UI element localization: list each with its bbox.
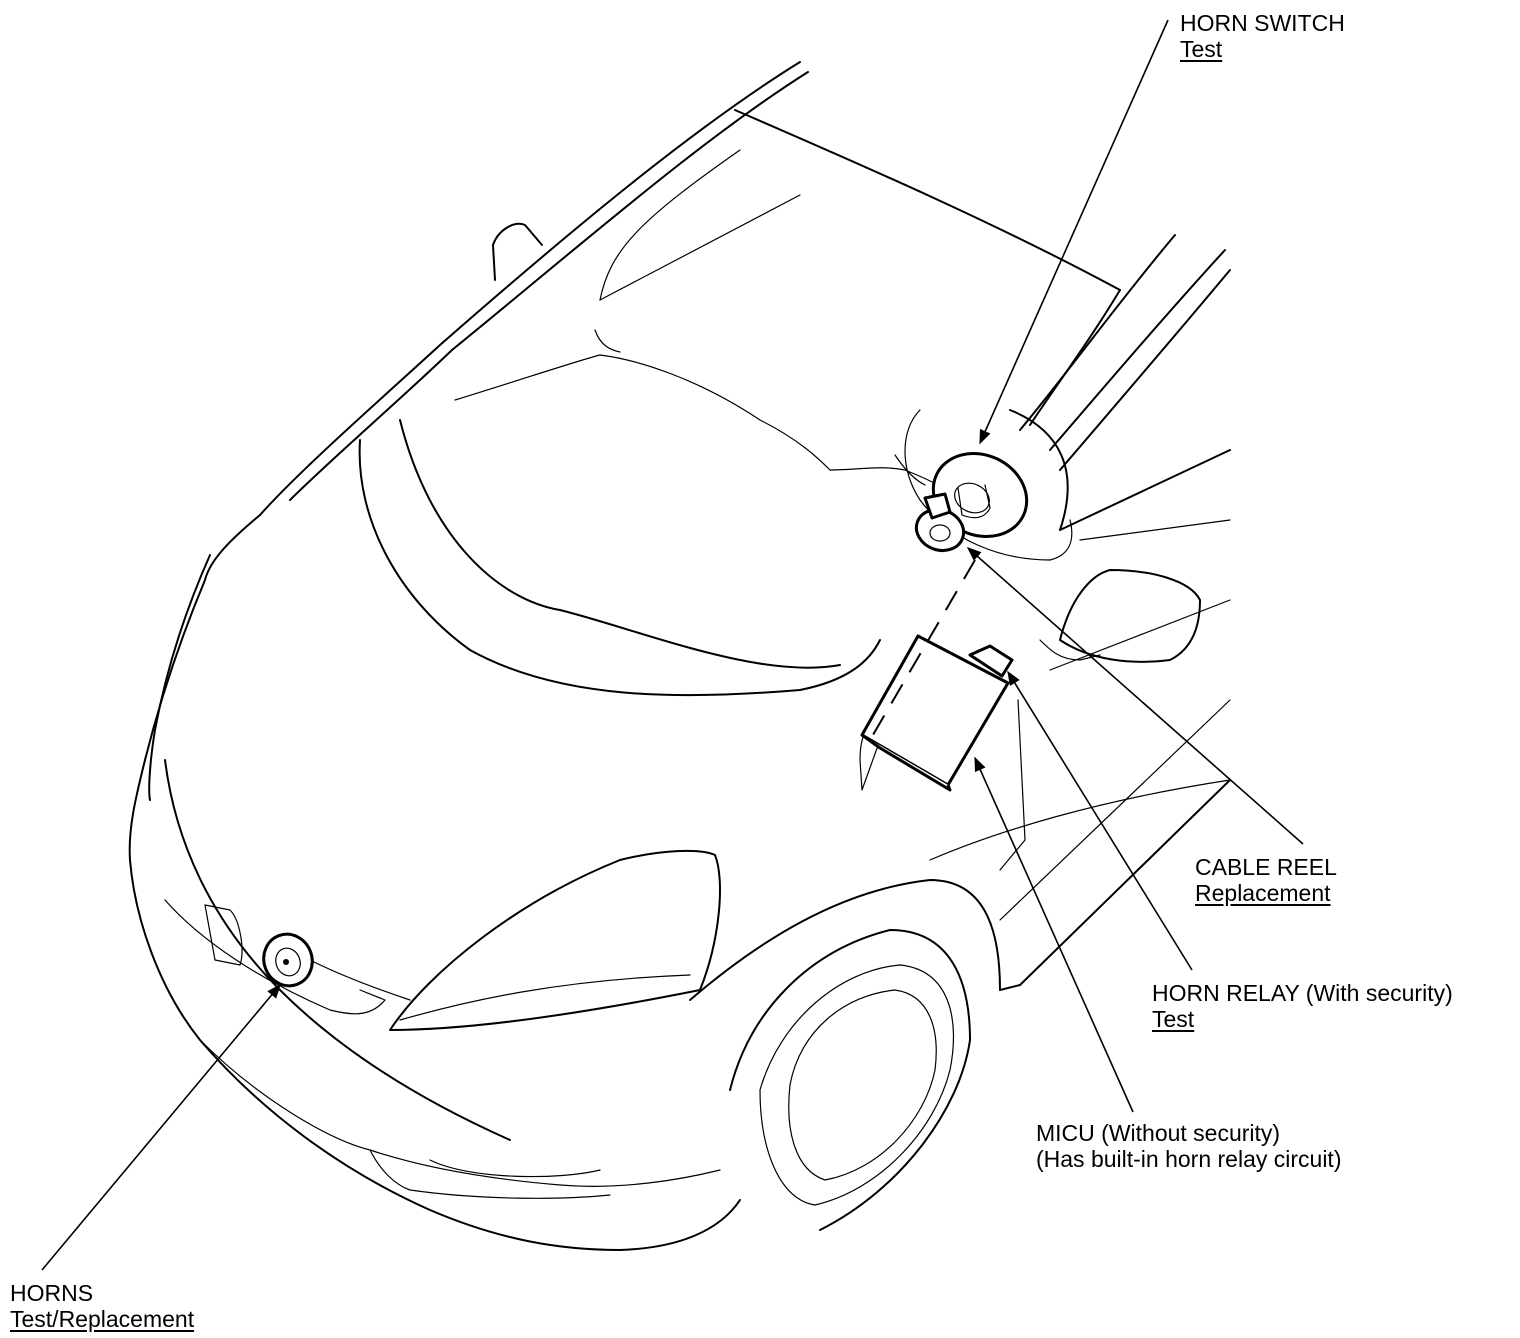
cable-reel-leader [966, 547, 1304, 845]
horns-leader [41, 983, 281, 1271]
micu-leader [974, 756, 1134, 1113]
horns-title: HORNS [10, 1280, 94, 1306]
horns-part [262, 932, 314, 988]
cable-reel-part [914, 492, 966, 553]
micu-title: MICU (Without security) [1036, 1120, 1281, 1146]
micu-subtitle: (Has built-in horn relay circuit) [1036, 1146, 1342, 1172]
mounting-guide-line [999, 699, 1026, 871]
horn-relay-callout: HORN RELAY (With security) Test [1152, 980, 1453, 1032]
cable-reel-title: CABLE REEL [1195, 854, 1337, 880]
car-outline [128, 61, 1231, 1251]
horn-relay-leader [1007, 670, 1193, 971]
horn-switch-callout: HORN SWITCH Test [1180, 10, 1345, 62]
horn-switch-test-link[interactable]: Test [1180, 36, 1223, 62]
horn-relay-title: HORN RELAY (With security) [1152, 980, 1453, 1006]
horns-test-replacement-link[interactable]: Test/Replacement [10, 1306, 195, 1332]
horns-callout: HORNS Test/Replacement [10, 1280, 194, 1332]
micu-callout: MICU (Without security) (Has built-in ho… [1036, 1120, 1341, 1172]
cable-reel-callout: CABLE REEL Replacement [1195, 854, 1337, 906]
horn-switch-leader [979, 19, 1169, 445]
horn-relay-test-link[interactable]: Test [1152, 1006, 1195, 1032]
micu-part [860, 634, 1014, 792]
horn-switch-title: HORN SWITCH [1180, 10, 1345, 36]
cable-reel-replacement-link[interactable]: Replacement [1195, 880, 1331, 906]
